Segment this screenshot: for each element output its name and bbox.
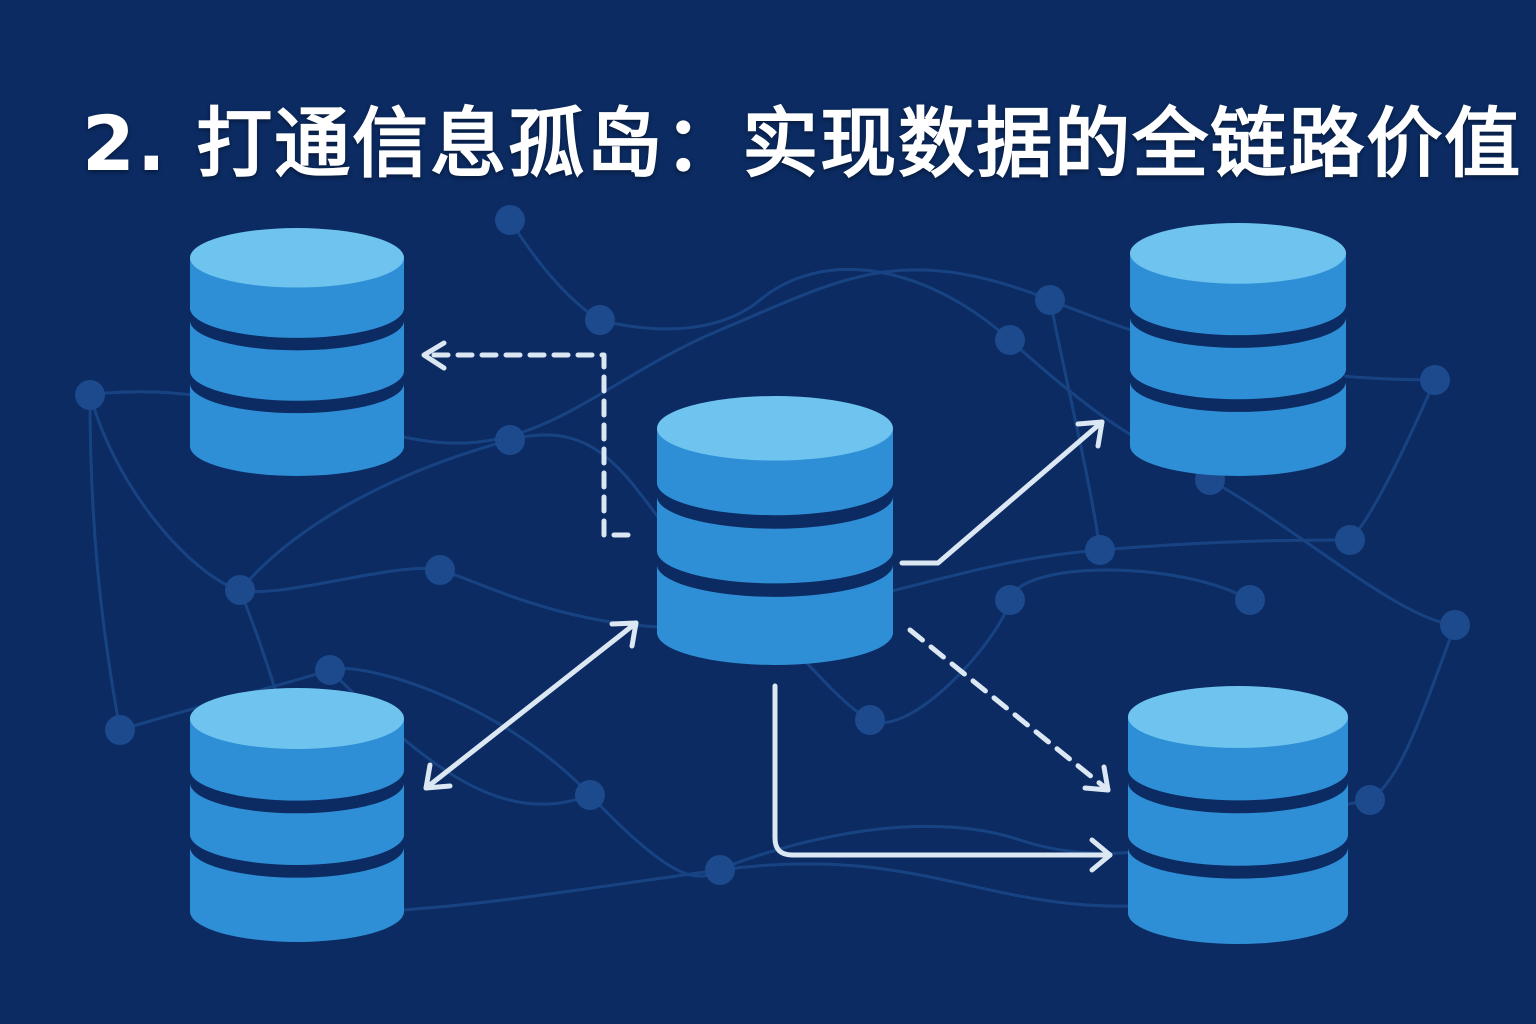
network-node-dot [855,705,885,735]
network-node-dot [75,380,105,410]
connection-arrows [421,340,1113,873]
network-node-dot [1420,365,1450,395]
arrowhead-left [421,340,447,371]
network-node-dot [1355,785,1385,815]
network-node-dot [585,305,615,335]
network-node-dot [1085,535,1115,565]
network-node-dot [1335,525,1365,555]
network-node-dot [995,585,1025,615]
network-node-dot [495,205,525,235]
arrow-center-to-top-right [899,419,1105,566]
network-node-dot [105,715,135,745]
arrowhead-dashed-bottom-right [1082,764,1111,793]
network-node-dot [575,780,605,810]
arrowhead-double-a [423,762,453,791]
arrowhead-bottom-right [1089,837,1113,873]
database-center-icon [657,396,893,665]
network-node-dot [995,325,1025,355]
arrowhead-double-b [609,620,639,649]
network-node-dot [1235,585,1265,615]
database-top-right-icon [1130,223,1346,476]
database-top-left-icon [190,228,404,476]
database-bottom-left-icon [190,688,404,942]
dashed-arrow-center-to-top-left [421,352,631,538]
network-node-dot [425,555,455,585]
double-arrow-center-bottom-left [423,620,639,791]
database-bottom-right-icon [1128,686,1348,944]
network-node-dot [1440,610,1470,640]
dashed-arrow-center-to-bottom-right [907,627,1111,793]
network-node-dot [225,575,255,605]
network-node-dot [315,655,345,685]
page-title: 2. 打通信息孤岛：实现数据的全链路价值 [82,99,1523,188]
network-node-dot [705,855,735,885]
arrow-center-down-to-bottom-right [772,683,1113,858]
network-node-dot [495,425,525,455]
arrowhead-top-right [1075,419,1105,449]
network-node-dot [1035,285,1065,315]
